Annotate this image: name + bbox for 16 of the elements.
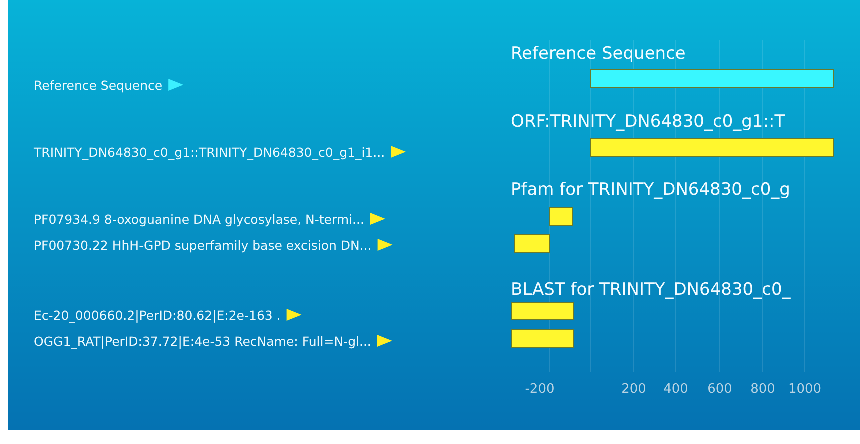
track-heading: Pfam for TRINITY_DN64830_c0_g	[511, 180, 790, 200]
feature-label: Reference Sequence	[34, 78, 163, 93]
axis-tick-label: 600	[708, 382, 732, 397]
feature-label: Ec-20_000660.2|PerID:80.62|E:2e-163 .	[34, 308, 281, 323]
track-heading: Reference Sequence	[511, 44, 686, 64]
axis-tick-label: -200	[525, 382, 555, 397]
axis-tick-label: 1000	[788, 382, 822, 397]
axis-tick-label: 200	[622, 382, 646, 397]
feature-label: TRINITY_DN64830_c0_g1::TRINITY_DN64830_c0_g1_i1...	[34, 145, 386, 160]
feature-label: PF07934.9 8-oxoguanine DNA glycosylase, N-termi...	[34, 212, 364, 227]
axis-tick-label: 400	[664, 382, 688, 397]
axis-tick-label: 800	[750, 382, 776, 397]
feature-label: OGG1_RAT|PerID:37.72|E:4e-53 RecName: Full=N-gl...	[34, 334, 372, 349]
feature-label: PF00730.22 HhH-GPD superfamily base excision DN...	[34, 238, 372, 253]
track-heading: BLAST for TRINITY_DN64830_c0_	[511, 280, 791, 300]
track-heading: ORF:TRINITY_DN64830_c0_g1::T	[511, 112, 786, 132]
